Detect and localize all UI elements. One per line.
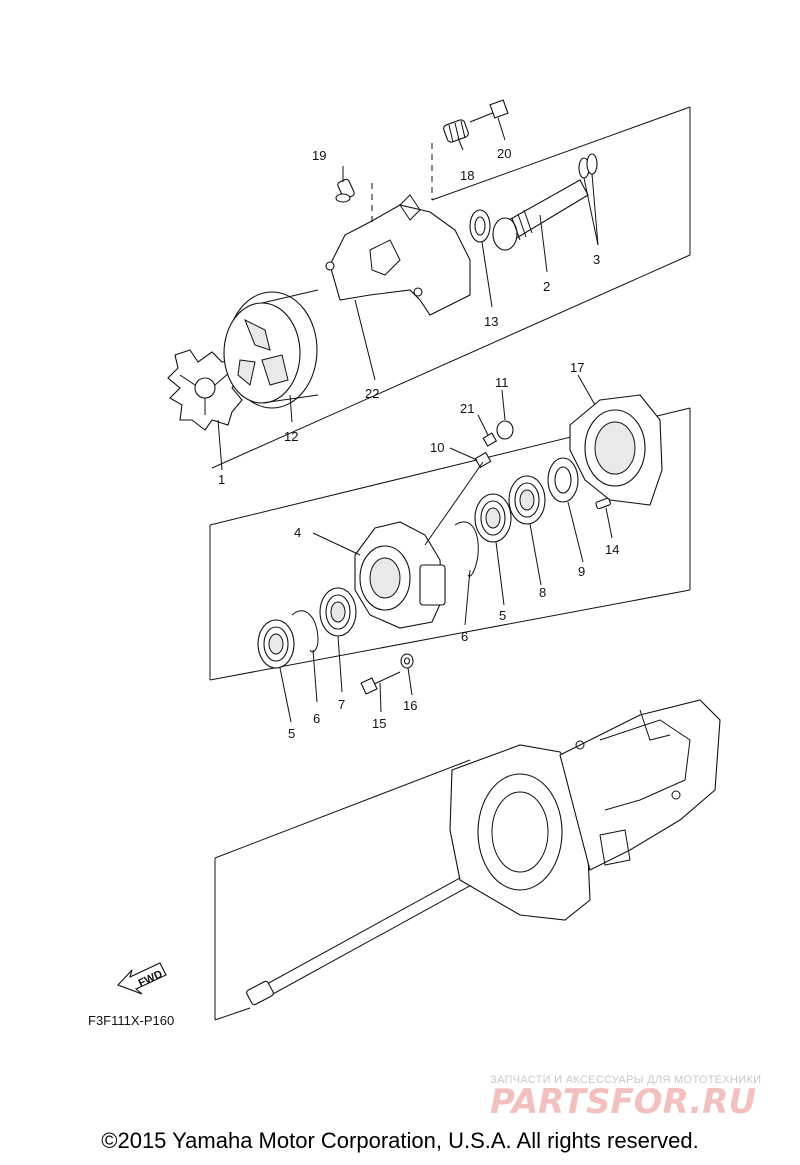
callout-13: 13 bbox=[484, 314, 498, 329]
cover-part-22 bbox=[325, 183, 471, 316]
watermark-logo: PARTSFOR.RU bbox=[490, 1082, 756, 1122]
callout-16: 16 bbox=[403, 698, 417, 713]
washer-part-16 bbox=[400, 653, 414, 669]
leader-lines bbox=[217, 117, 613, 723]
copyright-notice: ©2015 Yamaha Motor Corporation, U.S.A. A… bbox=[101, 1128, 699, 1153]
callout-10: 10 bbox=[430, 440, 444, 455]
callout-12: 12 bbox=[284, 429, 298, 444]
callout-17: 17 bbox=[570, 360, 584, 375]
circlip-part-6-upper bbox=[454, 521, 479, 577]
sleeve-part-19 bbox=[335, 178, 355, 203]
bolt-part-15 bbox=[360, 671, 401, 695]
callout-19: 19 bbox=[312, 148, 326, 163]
callout-2: 2 bbox=[543, 279, 550, 294]
callout-7: 7 bbox=[338, 697, 345, 712]
engine-block bbox=[449, 699, 721, 921]
seal-part-5-lower bbox=[257, 619, 295, 669]
bearing-part-8 bbox=[508, 475, 546, 525]
callout-11: 11 bbox=[495, 375, 509, 390]
coupling-part-12 bbox=[223, 289, 319, 409]
callout-3: 3 bbox=[593, 252, 600, 267]
housing-part-4 bbox=[354, 521, 446, 629]
callout-6-upper: 6 bbox=[461, 629, 468, 644]
circlip-part-6-lower bbox=[291, 610, 319, 653]
callout-1: 1 bbox=[218, 472, 225, 487]
callout-21: 21 bbox=[460, 401, 474, 416]
spring-part-18 bbox=[443, 119, 469, 143]
seal-part-9 bbox=[547, 457, 579, 503]
callout-14: 14 bbox=[605, 542, 619, 557]
callout-6-lower: 6 bbox=[313, 711, 320, 726]
grease-nipple-part-10 bbox=[474, 451, 492, 469]
callout-8: 8 bbox=[539, 585, 546, 600]
callout-22: 22 bbox=[365, 386, 379, 401]
housing-part-17 bbox=[569, 394, 663, 506]
callout-20: 20 bbox=[497, 146, 511, 161]
bearing-part-5-upper bbox=[474, 493, 512, 543]
oring-part-3 bbox=[578, 153, 598, 179]
damper-part-1 bbox=[167, 349, 243, 431]
callout-4: 4 bbox=[294, 525, 301, 540]
lower-assembly-frame bbox=[214, 759, 471, 1021]
callout-5-lower: 5 bbox=[288, 726, 295, 741]
bolt-part-20 bbox=[469, 99, 509, 123]
upper-assembly-frame bbox=[211, 106, 691, 469]
callout-18: 18 bbox=[460, 168, 474, 183]
callout-5-upper: 5 bbox=[499, 608, 506, 623]
washer-part-13 bbox=[469, 209, 491, 243]
callout-9: 9 bbox=[578, 564, 585, 579]
cap-part-11 bbox=[496, 420, 514, 440]
callout-15: 15 bbox=[372, 716, 386, 731]
callout-numbers: 19 18 20 3 2 13 22 12 1 17 11 21 10 4 14… bbox=[218, 146, 619, 741]
pin-part-14 bbox=[595, 497, 611, 510]
fitting-part-21 bbox=[482, 432, 498, 447]
bearing-part-7 bbox=[319, 587, 357, 637]
fwd-arrow-icon: FWD bbox=[117, 962, 167, 995]
watermark: ЗАПЧАСТИ И АКСЕССУАРЫ ДЛЯ МОТОТЕХНИКИ PA… bbox=[490, 1074, 761, 1122]
figure-code: F3F111X-P160 bbox=[88, 1013, 174, 1028]
watermark-tagline: ЗАПЧАСТИ И АКСЕССУАРЫ ДЛЯ МОТОТЕХНИКИ bbox=[490, 1074, 761, 1086]
